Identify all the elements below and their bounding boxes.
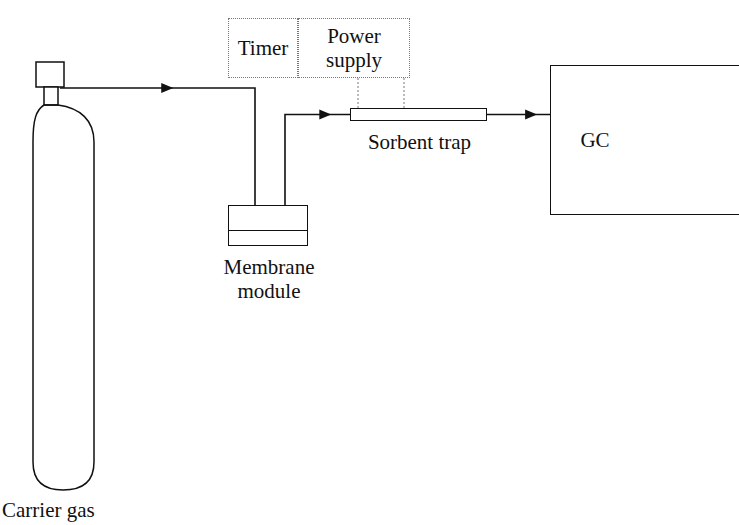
connector-line	[358, 78, 404, 108]
gas-cylinder: Carrier gas	[30, 62, 96, 492]
connector-line	[285, 115, 350, 206]
valve-neck	[44, 87, 58, 105]
arrowhead	[319, 110, 331, 120]
node-label: Power supply	[299, 24, 409, 72]
flow-connector	[487, 110, 550, 120]
cylinder-outline	[30, 62, 96, 492]
node-label: Membrane module	[204, 255, 334, 303]
timer-box: Timer	[228, 18, 298, 78]
flow-connector	[358, 78, 404, 108]
node-label: Timer	[238, 36, 289, 60]
gc-box: GC	[550, 65, 739, 215]
node-label: GC	[580, 128, 609, 152]
arrowhead	[161, 83, 173, 93]
node-label: Sorbent trap	[340, 130, 500, 154]
arrowhead	[525, 110, 537, 120]
flow-connector	[285, 110, 350, 206]
connector-line	[60, 88, 255, 205]
module-divider	[229, 230, 307, 231]
sorbent-trap: Sorbent trap	[350, 108, 487, 121]
node-label: Carrier gas	[2, 498, 95, 522]
flow-connector	[60, 83, 255, 205]
valve-cap	[36, 62, 64, 87]
cylinder-body	[33, 105, 94, 490]
membrane-module: Membrane module	[228, 205, 308, 246]
power-supply-box: Power supply	[298, 18, 410, 78]
connector-line	[487, 114, 550, 116]
